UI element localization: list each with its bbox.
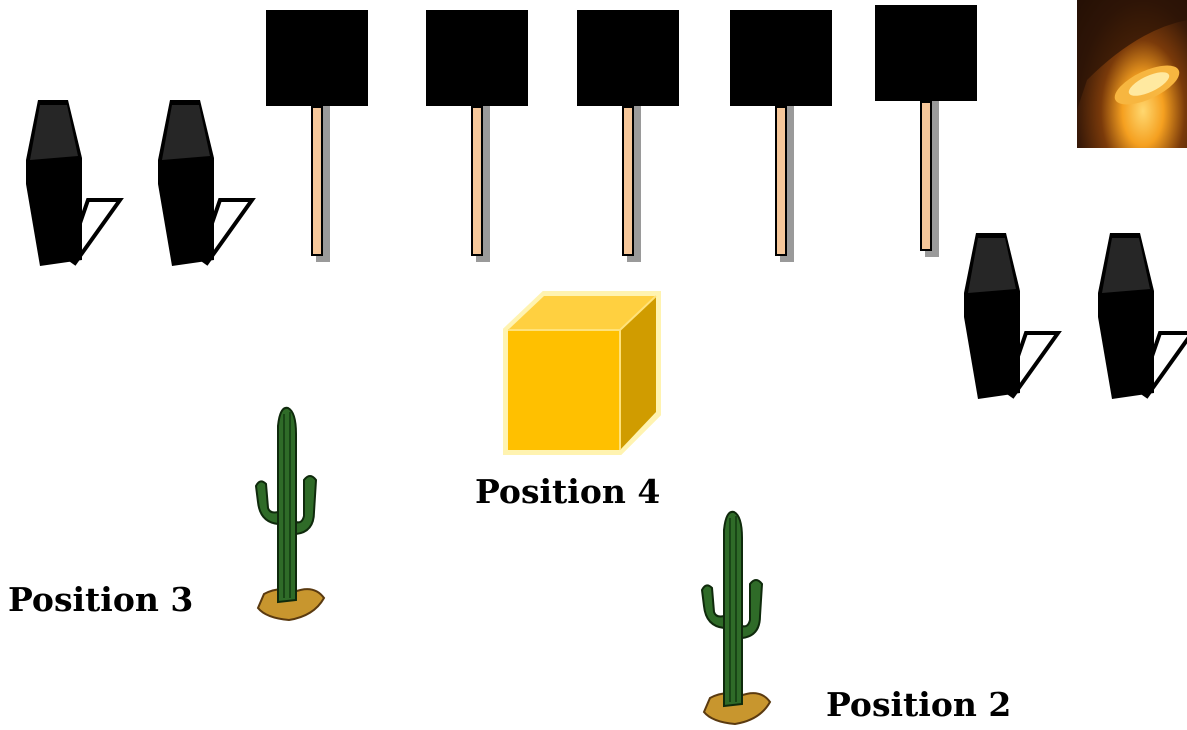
fire-photo [1077,0,1187,148]
position-4-label: Position 4 [475,472,661,511]
trash-can-icon [1098,233,1187,399]
sign-icon [875,5,977,257]
sign-icon [426,10,528,262]
trash-can-icon [26,100,124,266]
sign-icon [577,10,679,262]
position-2-label: Position 2 [826,685,1012,724]
cactus-icon [254,406,326,622]
position-3-label: Position 3 [8,580,194,619]
cactus-icon [700,510,772,726]
sign-icon [730,10,832,262]
trash-can-icon [964,233,1062,399]
trash-can-icon [158,100,256,266]
sign-icon [266,10,368,262]
cube-icon [503,291,661,455]
